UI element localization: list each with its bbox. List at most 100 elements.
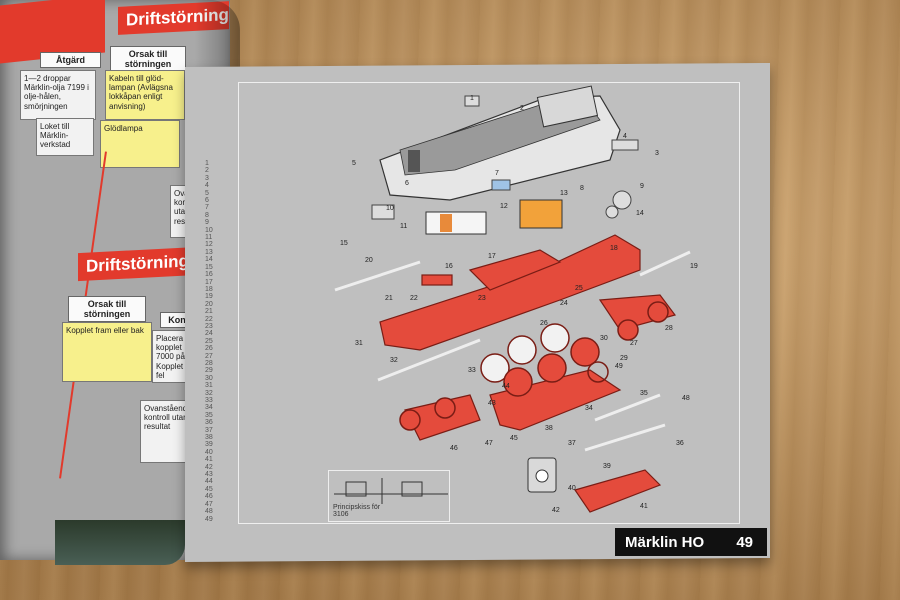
part-number-label: 33 [468,367,476,374]
part-number-label: 13 [560,190,568,197]
part-number-label: 36 [676,440,684,447]
part-number-label: 42 [552,507,560,514]
part-number-label: 10 [386,205,394,212]
line-number: 46 [205,493,213,501]
part-number-label: 35 [640,390,648,397]
line-number: 26 [205,345,213,353]
line-number: 41 [205,456,213,464]
part-number-label: 22 [410,295,418,302]
part-number-label: 27 [630,340,638,347]
part-number-label: 30 [600,335,608,342]
line-number: 49 [205,515,213,523]
part-number-label: 12 [500,203,508,210]
part-number-label: 15 [340,240,348,247]
line-number: 37 [205,426,213,434]
line-number: 18 [205,285,213,293]
line-number: 43 [205,471,213,479]
part-number-label: 25 [575,285,583,292]
part-number-label: 29 [620,355,628,362]
part-number-label: 6 [405,180,409,187]
part-number-label: 18 [610,245,618,252]
line-number: 4 [205,182,209,190]
line-number: 5 [205,189,209,197]
line-number: 12 [205,241,213,249]
line-number: 17 [205,278,213,286]
line-number: 44 [205,478,213,486]
line-number: 27 [205,352,213,360]
part-number-label: 23 [478,295,486,302]
line-number: 38 [205,434,213,442]
brand-label: Märklin HO [625,533,705,551]
line-number: 16 [205,271,213,279]
part-number-label: 3 [655,150,659,157]
part-number-label: 46 [450,445,458,452]
part-number-label: 14 [636,210,644,217]
part-number-label: 49 [615,363,623,370]
page-footer: Märklin HO 49 [615,528,767,556]
part-number-label: 32 [390,357,398,364]
part-number-label: 1 [470,95,474,102]
motor-assembly [425,199,563,235]
line-number: 40 [205,448,213,456]
line-number: 9 [205,219,209,227]
line-number: 28 [205,359,213,367]
line-number: 47 [205,500,213,508]
part-number-label: 48 [682,395,690,402]
part-number-label: 2 [520,105,524,112]
line-number: 23 [205,322,213,330]
part-number-label: 24 [560,300,568,307]
line-number: 20 [205,300,213,308]
part-number-label: 20 [365,257,373,264]
line-number: 42 [205,463,213,471]
part-number-label: 28 [665,325,673,332]
line-number: 7 [205,204,209,212]
part-number-label: 21 [385,295,393,302]
line-number: 8 [205,211,209,219]
line-number: 24 [205,330,213,338]
cell-3: Loket till Märklin-verkstad [36,118,94,156]
part-number-label: 5 [352,160,356,167]
line-number: 39 [205,441,213,449]
line-number: 36 [205,419,213,427]
cell-4: Glödlampa [100,120,180,168]
line-number: 3 [205,174,209,182]
cell-2: Kabeln till glöd-lampan (Avlägsna lokkåp… [105,70,185,120]
line-number: 11 [205,234,213,242]
line-number: 10 [205,226,213,234]
cell-5: Kopplet fram eller bak [62,322,152,382]
line-number: 45 [205,485,213,493]
line-number: 19 [205,293,213,301]
locomotive-body-shell [379,85,621,201]
line-number: 13 [205,248,213,256]
line-number: 30 [205,374,213,382]
wheel-set [399,301,669,431]
part-number-label: 43 [488,400,496,407]
line-number: 32 [205,389,213,397]
line-number: 25 [205,337,213,345]
line-number: 6 [205,197,209,205]
part-number-label: 47 [485,440,493,447]
part-number-label: 26 [540,320,548,327]
line-number: 21 [205,308,213,316]
part-number-label: 7 [495,170,499,177]
part-number-label: 9 [640,183,644,190]
line-number: 29 [205,367,213,375]
part-number-label: 44 [502,383,510,390]
part-number-label: 34 [585,405,593,412]
cell-1: 1—2 droppar Märklin-olja 7199 i olje-hål… [20,70,96,120]
line-number: 33 [205,397,213,404]
part-number-label: 31 [355,340,363,347]
line-number: 48 [205,508,213,516]
line-number: 31 [205,382,213,390]
principle-schematic: Principskiss för 3106 [328,470,450,522]
part-number-label: 38 [545,425,553,432]
part-number-label: 11 [400,223,407,230]
line-number: 22 [205,315,213,323]
part-number-label: 45 [510,435,518,442]
line-number: 15 [205,263,213,271]
part-number-label: 41 [640,503,648,510]
line-number: 14 [205,256,213,264]
part-number-label: 8 [580,185,584,192]
